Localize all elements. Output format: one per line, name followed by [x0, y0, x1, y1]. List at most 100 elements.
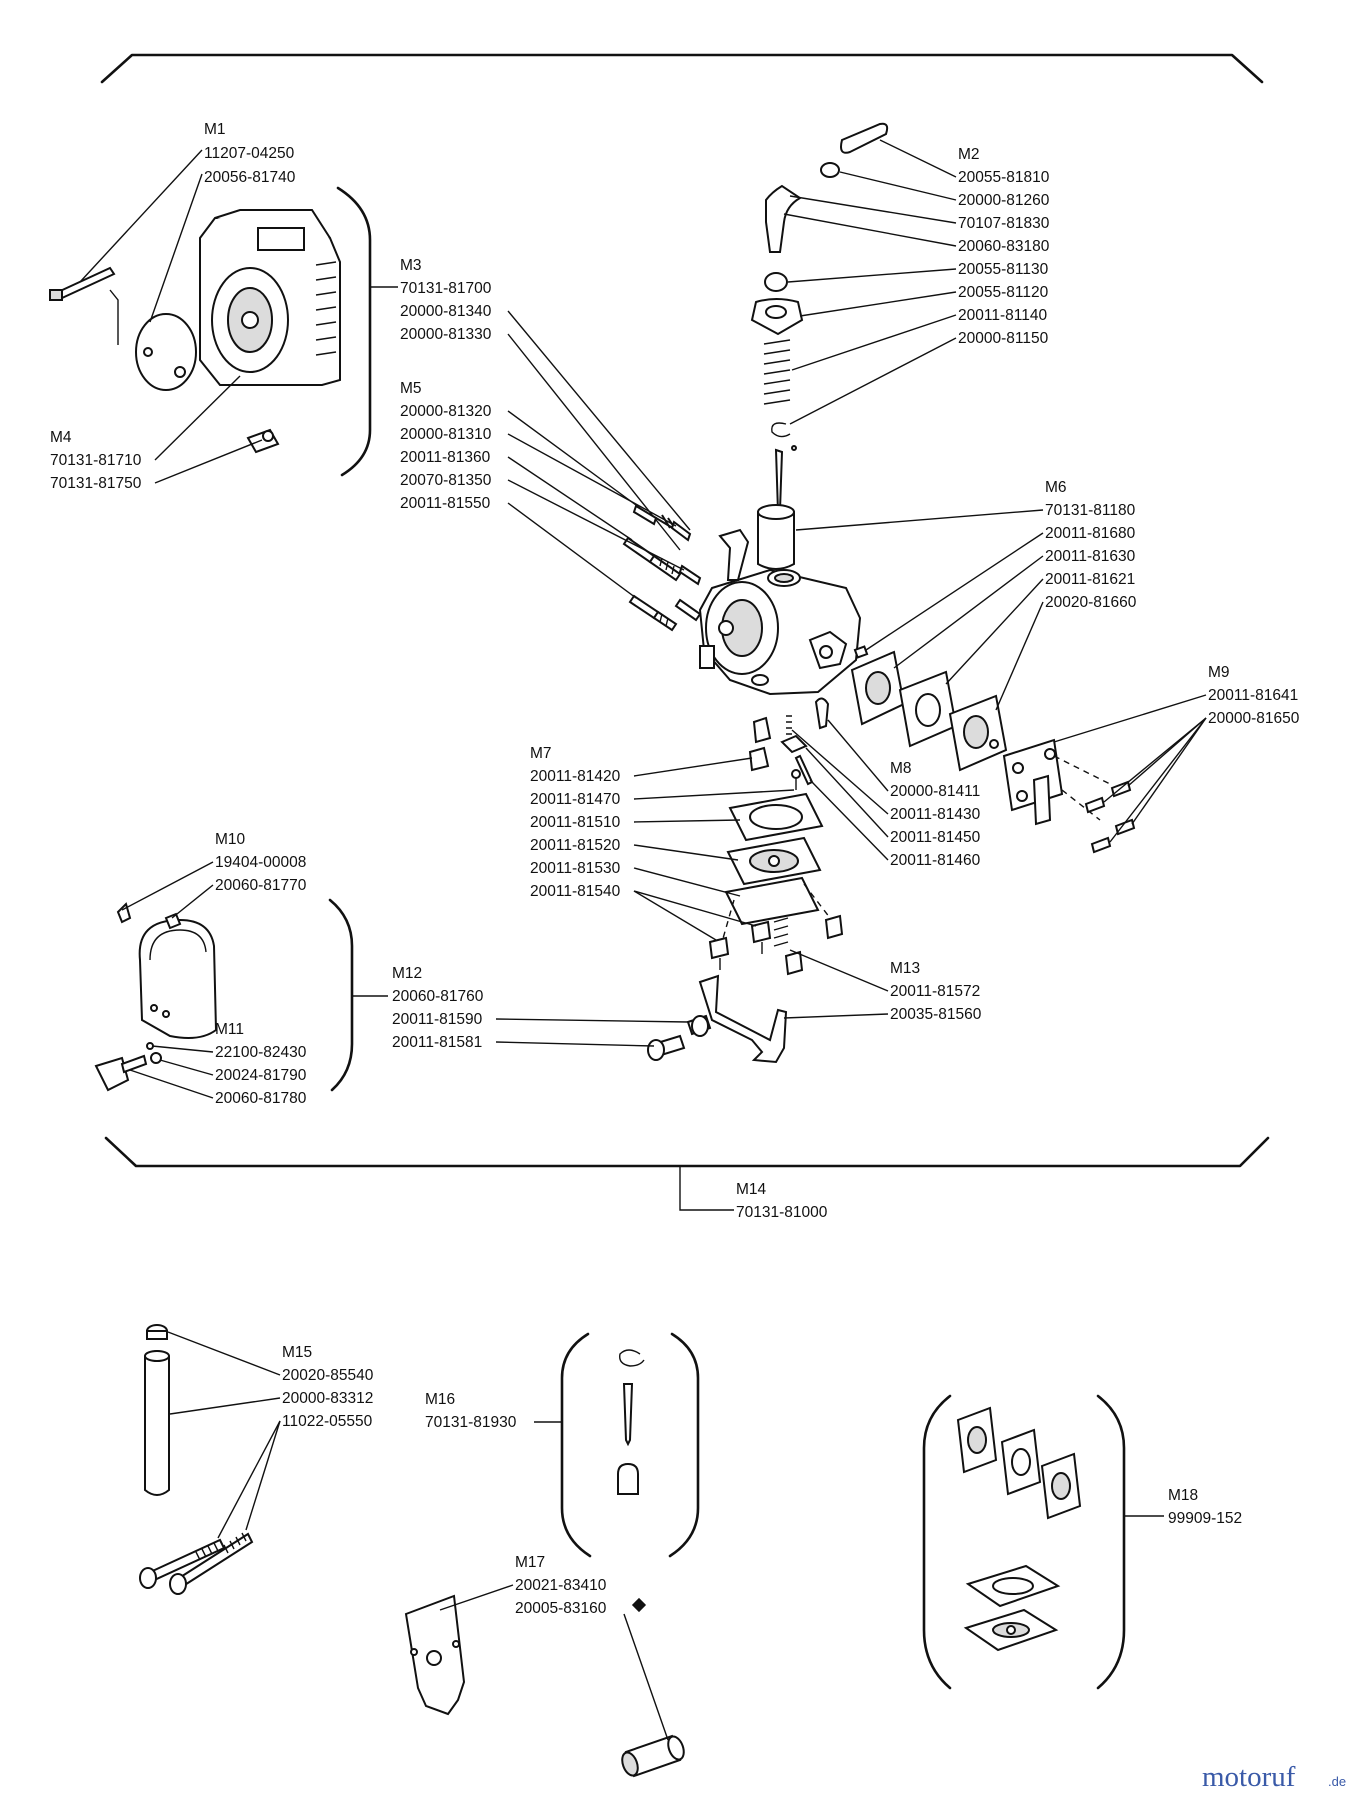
svg-text:20060-81770: 20060-81770 — [215, 877, 307, 894]
svg-text:M18: M18 — [1168, 1487, 1198, 1504]
svg-text:20011-81520: 20011-81520 — [530, 837, 621, 854]
svg-text:M6: M6 — [1045, 479, 1067, 496]
svg-text:M14: M14 — [736, 1181, 767, 1198]
svg-text:M3: M3 — [400, 257, 422, 274]
svg-text:20056-81740: 20056-81740 — [204, 169, 296, 186]
svg-text:M8: M8 — [890, 760, 912, 777]
repair-kit-drawing — [922, 1394, 1164, 1690]
svg-text:20070-81350: 20070-81350 — [400, 472, 492, 489]
svg-text:M7: M7 — [530, 745, 552, 762]
carburetor-top-parts — [750, 122, 889, 570]
gasket-filter-drawing — [404, 1594, 685, 1778]
top-bracket — [100, 53, 1264, 84]
m14-callout: M14 70131-81000 — [679, 1166, 828, 1221]
svg-text:20024-81790: 20024-81790 — [215, 1067, 307, 1084]
bottom-bracket — [104, 1136, 1270, 1168]
svg-text:20011-81140: 20011-81140 — [958, 307, 1047, 324]
svg-text:M2: M2 — [958, 146, 980, 163]
svg-text:20011-81540: 20011-81540 — [530, 883, 621, 900]
svg-text:20011-81530: 20011-81530 — [530, 860, 621, 877]
svg-text:M9: M9 — [1208, 664, 1230, 681]
m8-callout: M8 20000-81411 20011-81430 20011-81450 2… — [791, 719, 981, 869]
svg-text:20011-81641: 20011-81641 — [1208, 687, 1298, 704]
fuel-line-drawing — [139, 1324, 254, 1595]
pump-cover-drawing — [1002, 738, 1136, 854]
svg-text:20011-81510: 20011-81510 — [530, 814, 621, 831]
svg-text:.de: .de — [1328, 1774, 1346, 1789]
diamond-icon — [631, 1597, 647, 1613]
adjusting-screws-drawing — [622, 504, 702, 632]
svg-text:20011-81630: 20011-81630 — [1045, 548, 1136, 565]
m12-callout: M12 20060-81760 20011-81590 20011-81581 — [392, 965, 689, 1051]
air-filter-cover-drawing — [94, 902, 218, 1092]
svg-text:20060-81760: 20060-81760 — [392, 988, 484, 1005]
svg-text:20011-81470: 20011-81470 — [530, 791, 621, 808]
m15-callout: M15 20020-85540 20000-83312 11022-05550 — [167, 1331, 374, 1539]
svg-text:70131-81750: 70131-81750 — [50, 475, 142, 492]
svg-text:20000-81411: 20000-81411 — [890, 783, 980, 800]
svg-text:20000-81330: 20000-81330 — [400, 326, 492, 343]
starter-housing-drawing — [49, 209, 341, 454]
svg-text:70131-81710: 70131-81710 — [50, 452, 142, 469]
svg-text:M11: M11 — [215, 1021, 244, 1038]
svg-text:20011-81430: 20011-81430 — [890, 806, 981, 823]
m2-callout: M2 20055-81810 20000-81260 70107-81830 2… — [783, 139, 1050, 425]
svg-text:11022-05550: 11022-05550 — [282, 1413, 373, 1430]
m12-bracket — [328, 898, 388, 1092]
svg-text:20021-83410: 20021-83410 — [515, 1577, 607, 1594]
svg-text:20011-81420: 20011-81420 — [530, 768, 621, 785]
svg-text:20000-81650: 20000-81650 — [1208, 710, 1300, 727]
svg-text:11207-04250: 11207-04250 — [204, 145, 295, 162]
svg-text:20000-81150: 20000-81150 — [958, 330, 1049, 347]
svg-text:20020-85540: 20020-85540 — [282, 1367, 374, 1384]
m6-callout: M6 70131-81180 20011-81680 20011-81630 2… — [795, 479, 1137, 711]
svg-text:20035-81560: 20035-81560 — [890, 1006, 982, 1023]
svg-text:M16: M16 — [425, 1391, 455, 1408]
svg-text:70131-81700: 70131-81700 — [400, 280, 492, 297]
svg-text:19404-00008: 19404-00008 — [215, 854, 306, 871]
svg-text:20055-81130: 20055-81130 — [958, 261, 1049, 278]
svg-text:M10: M10 — [215, 831, 246, 848]
svg-text:20000-81340: 20000-81340 — [400, 303, 492, 320]
metering-parts-drawing — [647, 697, 844, 1064]
m4-callout: M4 70131-81710 70131-81750 — [50, 375, 263, 492]
m16-callout: M16 70131-81930 — [425, 1391, 517, 1431]
svg-text:70131-81930: 70131-81930 — [425, 1414, 517, 1431]
gaskets-drawing — [850, 645, 1008, 772]
svg-text:M12: M12 — [392, 965, 422, 982]
svg-text:M4: M4 — [50, 429, 72, 446]
svg-text:M15: M15 — [282, 1344, 312, 1361]
svg-text:20055-81120: 20055-81120 — [958, 284, 1049, 301]
svg-text:20020-81660: 20020-81660 — [1045, 594, 1137, 611]
svg-text:20011-81581: 20011-81581 — [392, 1034, 482, 1051]
m17-callout: M17 20021-83410 20005-83160 — [439, 1554, 669, 1741]
svg-text:22100-82430: 22100-82430 — [215, 1044, 307, 1061]
svg-text:20011-81572: 20011-81572 — [890, 983, 980, 1000]
svg-text:20000-81320: 20000-81320 — [400, 403, 492, 420]
svg-text:70131-81180: 70131-81180 — [1045, 502, 1136, 519]
m7-callout: M7 20011-81420 20011-81470 20011-81510 2… — [530, 745, 795, 941]
svg-text:20011-81621: 20011-81621 — [1045, 571, 1135, 588]
m18-callout: M18 99909-152 — [1168, 1487, 1242, 1527]
svg-text:motoruf: motoruf — [1202, 1761, 1296, 1793]
motoruf-logo: motoruf .de — [1202, 1761, 1346, 1793]
m11-callout: M11 22100-82430 20024-81790 20060-81780 — [129, 1021, 307, 1107]
m3-bracket — [336, 186, 398, 477]
m5-callout: M5 20000-81320 20000-81310 20011-81360 2… — [400, 380, 685, 599]
svg-text:20011-81680: 20011-81680 — [1045, 525, 1136, 542]
svg-text:70107-81830: 70107-81830 — [958, 215, 1050, 232]
svg-text:70131-81000: 70131-81000 — [736, 1204, 828, 1221]
svg-text:20000-81310: 20000-81310 — [400, 426, 492, 443]
svg-text:M17: M17 — [515, 1554, 545, 1571]
svg-text:20055-81810: 20055-81810 — [958, 169, 1050, 186]
needle-kit-drawing — [534, 1332, 700, 1558]
svg-text:M1: M1 — [204, 121, 226, 138]
svg-text:M5: M5 — [400, 380, 422, 397]
svg-text:20011-81450: 20011-81450 — [890, 829, 981, 846]
svg-text:20060-81780: 20060-81780 — [215, 1090, 307, 1107]
carburetor-body-drawing — [698, 528, 862, 696]
svg-text:20005-83160: 20005-83160 — [515, 1600, 607, 1617]
m1-callout: M1 11207-04250 20056-81740 — [79, 121, 296, 323]
